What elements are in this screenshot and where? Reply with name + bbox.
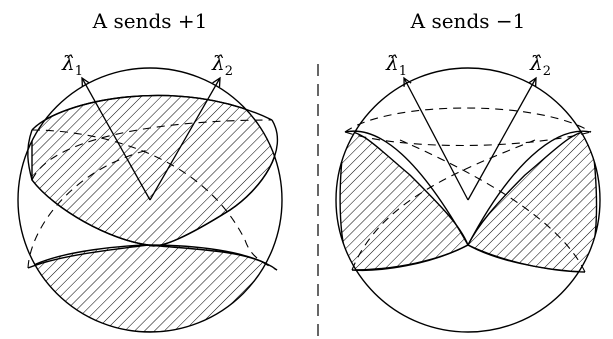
hatched-region-right [339,130,598,273]
vector-label-lambda1-left: λ̂1 [61,51,83,79]
vector-label-lambda2-left: λ̂2 [211,51,233,79]
panel-left: A sends +1 λ̂1 [17,9,283,333]
vector-lambda1-left [82,78,151,201]
panel-right-title: A sends −1 [410,9,526,33]
panel-right: A sends −1 λ̂1 λ̂2 [335,9,601,333]
vector-lambda2-right [467,78,536,201]
sphere-right-outline [335,67,601,333]
vector-lambda2-left [149,78,220,201]
panel-left-title: A sends +1 [92,9,208,33]
vector-label-lambda1-right: λ̂1 [385,51,407,79]
vector-lambda1-right [404,78,469,201]
vector-label-lambda2-right: λ̂2 [529,51,551,79]
sphere-right [335,67,601,333]
sphere-left-outline [17,67,283,333]
